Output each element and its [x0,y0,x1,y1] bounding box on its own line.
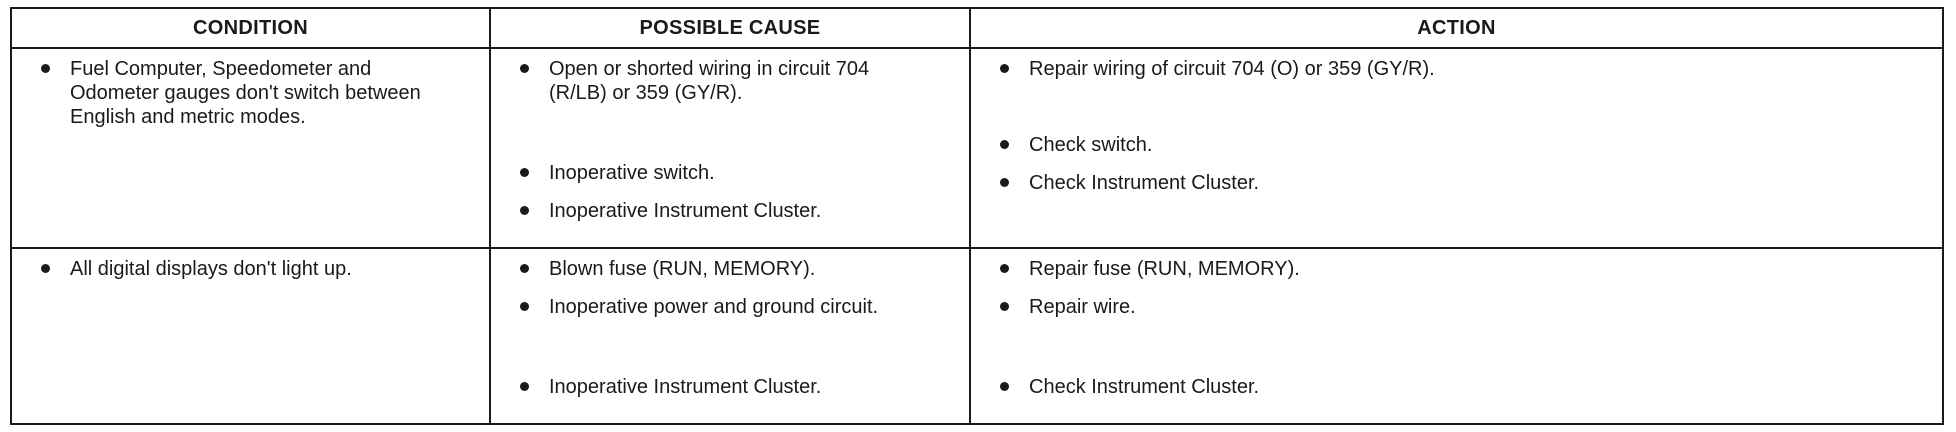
action-item: Check switch. [995,133,1930,157]
action-cell: Repair wiring of circuit 704 (O) or 359 … [969,47,1942,250]
column-header-condition: CONDITION [12,9,491,50]
table-row: Fuel Computer, Speedometer and Odometer … [12,47,1942,250]
cause-item: Open or shorted wiring in circuit 704 (R… [515,57,919,105]
diagnosis-table-frame: CONDITION POSSIBLE CAUSE ACTION Fuel Com… [10,7,1944,425]
action-item: Check Instrument Cluster. [995,375,1930,399]
cause-item: Inoperative switch. [515,161,957,185]
cause-cell: Open or shorted wiring in circuit 704 (R… [489,47,971,250]
header-row: CONDITION POSSIBLE CAUSE ACTION [12,9,1942,50]
action-item: Repair wiring of circuit 704 (O) or 359 … [995,57,1930,81]
condition-text: Fuel Computer, Speedometer and Odometer … [36,57,439,129]
column-header-action: ACTION [969,9,1942,50]
action-cell: Repair fuse (RUN, MEMORY). Repair wire. … [969,247,1942,423]
diagnosis-table: CONDITION POSSIBLE CAUSE ACTION Fuel Com… [12,9,1942,423]
cause-item: Blown fuse (RUN, MEMORY). [515,257,957,281]
cause-item: Inoperative Instrument Cluster. [515,375,957,399]
cause-item: Inoperative power and ground circuit. [515,295,939,319]
condition-text: All digital displays don't light up. [36,257,429,281]
cause-cell: Blown fuse (RUN, MEMORY). Inoperative po… [489,247,971,423]
condition-cell: All digital displays don't light up. [12,247,491,423]
action-item: Check Instrument Cluster. [995,171,1930,195]
condition-cell: Fuel Computer, Speedometer and Odometer … [12,47,491,250]
table-row: All digital displays don't light up. Blo… [12,247,1942,423]
action-item: Repair wire. [995,295,1930,319]
cause-item: Inoperative Instrument Cluster. [515,199,957,223]
action-item: Repair fuse (RUN, MEMORY). [995,257,1930,281]
column-header-possible-cause: POSSIBLE CAUSE [489,9,971,50]
